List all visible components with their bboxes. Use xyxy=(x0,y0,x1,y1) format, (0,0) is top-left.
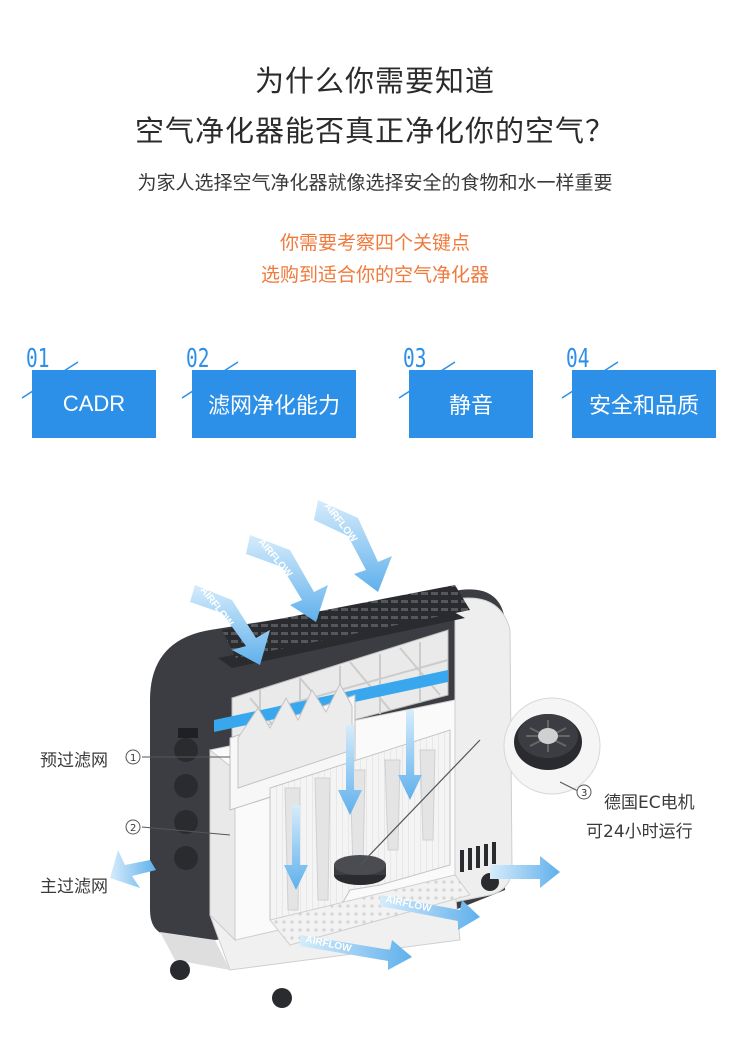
air-purifier-cutaway-diagram: AIRFLOW AIRFLOW AIRFLOW AIRFLOW AIRFLOW … xyxy=(110,500,601,1008)
bottom-mesh xyxy=(269,874,471,946)
highlight-line-1: 你需要考察四个关键点 xyxy=(279,232,470,254)
title-line-1: 为什么你需要知道 xyxy=(254,64,495,98)
key-point-cadr: 01 CADR xyxy=(20,342,180,442)
airflow-arrows-in xyxy=(190,500,422,890)
key-point-number: 02 xyxy=(186,344,210,374)
key-point-quiet: 03 静音 xyxy=(397,342,557,442)
key-point-label: 静音 xyxy=(409,370,533,438)
motor-base xyxy=(334,739,481,885)
callout-marker-2: 2 xyxy=(130,823,136,834)
callout-markers: 1 2 3 xyxy=(125,749,592,836)
key-point-label: 滤网净化能力 xyxy=(192,370,356,438)
key-point-number: 03 xyxy=(403,344,427,374)
key-point-label: CADR xyxy=(32,370,156,438)
callout-marker-1: 1 xyxy=(130,753,136,764)
pre-filter-label: 预过滤网 xyxy=(40,751,108,771)
main-filter-label: 主过滤网 xyxy=(40,877,108,897)
key-point-number: 04 xyxy=(566,344,590,374)
airflow-arrows-out xyxy=(110,850,560,970)
title-line-2: 空气净化器能否真正净化你的空气？ xyxy=(134,114,615,148)
callout-marker-3: 3 xyxy=(581,788,587,799)
key-point-number: 01 xyxy=(26,344,50,374)
key-point-label: 安全和品质 xyxy=(572,370,716,438)
motor-label: 德国EC电机 xyxy=(604,793,695,813)
key-point-filter: 02 滤网净化能力 xyxy=(180,342,356,442)
motor-runtime-label: 可24小时运行 xyxy=(586,822,693,842)
highlight-line-2: 选购到适合你的空气净化器 xyxy=(260,264,489,286)
subtitle: 为家人选择空气净化器就像选择安全的食物和水一样重要 xyxy=(137,172,613,194)
motor-detail-bubble xyxy=(503,697,601,795)
key-point-safety: 04 安全和品质 xyxy=(560,342,720,442)
